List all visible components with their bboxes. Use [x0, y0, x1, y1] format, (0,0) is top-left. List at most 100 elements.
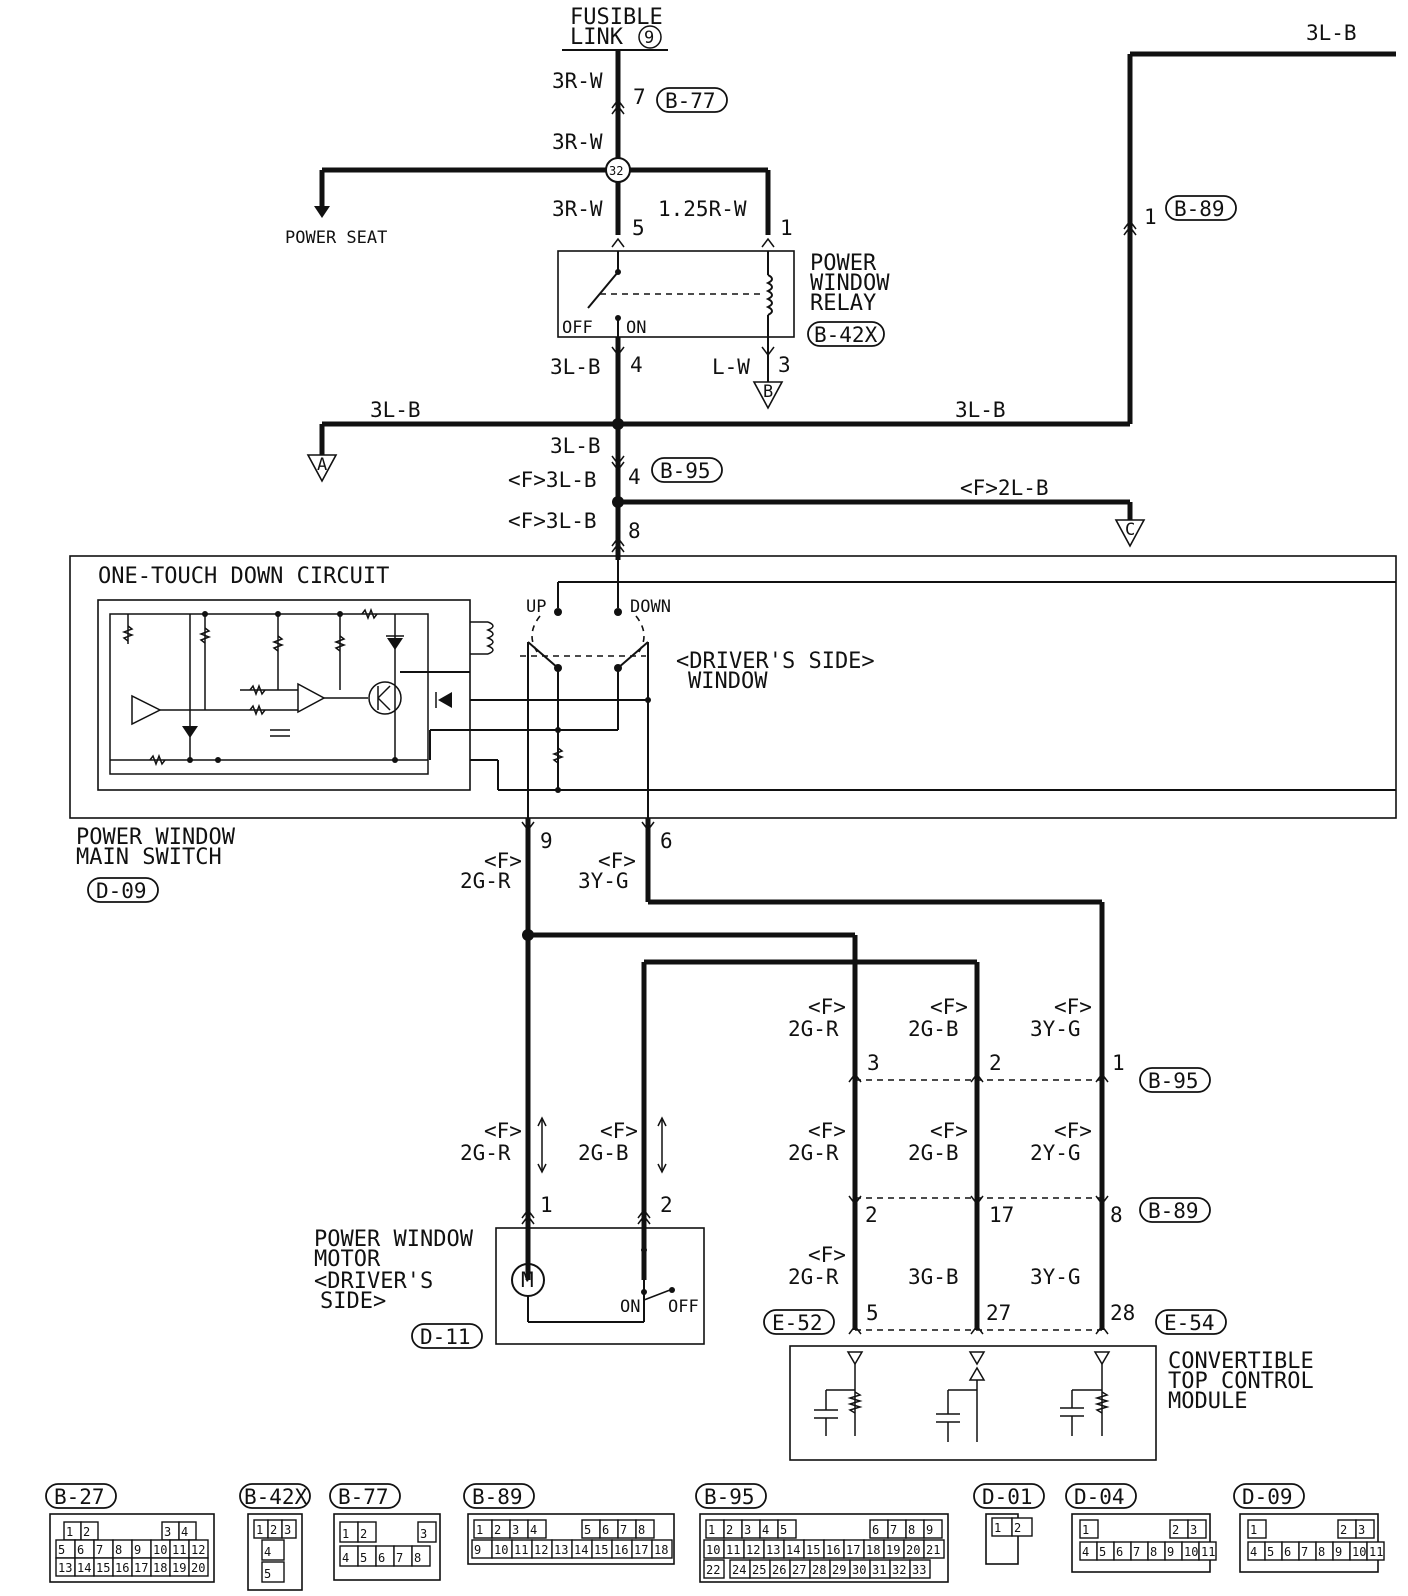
pin-d09-6: 6 [660, 829, 673, 853]
svg-text:3: 3 [1358, 1523, 1365, 1537]
svg-text:1: 1 [994, 1521, 1001, 1535]
svg-text:B-27: B-27 [54, 1485, 105, 1509]
connector-badge-b42x-relay: B-42X [807, 321, 885, 347]
connector-pin-cell: 3 [741, 1519, 761, 1539]
svg-text:1: 1 [1082, 1523, 1089, 1537]
svg-text:6: 6 [378, 1551, 385, 1565]
connector-pin-cell: 18 [150, 1557, 171, 1577]
svg-text:33: 33 [912, 1563, 926, 1577]
connector-pin-cell: 9 [131, 1539, 152, 1559]
connector-pin-cell: 1 [253, 1519, 269, 1539]
connector-face-label-b27: B-27 [45, 1483, 117, 1509]
connector-pin-cell: 21 [923, 1539, 945, 1559]
wire-label-f-c1-r1: <F> [808, 995, 846, 1019]
motor-label-4: SIDE> [320, 1289, 386, 1314]
motor-on-label: ON [620, 1297, 640, 1317]
module-label-2: TOP CONTROL [1168, 1369, 1314, 1394]
convertible-top-module-box [789, 1345, 1157, 1461]
svg-text:12: 12 [534, 1543, 548, 1557]
ref-b-triangle: B [752, 381, 784, 410]
connector-pin-cell: 4 [759, 1519, 779, 1539]
connector-pin-cell: 16 [112, 1557, 133, 1577]
svg-text:31: 31 [872, 1563, 886, 1577]
svg-text:14: 14 [77, 1561, 91, 1575]
svg-text:B: B [763, 382, 773, 402]
connector-pin-cell: 5 [55, 1539, 76, 1559]
svg-text:32: 32 [892, 1563, 906, 1577]
one-touch-circuit-box [97, 599, 471, 791]
connector-pin-cell: 10 [703, 1539, 725, 1559]
connector-badge-d11: D-11 [411, 1323, 483, 1349]
drivers-side-window-label-1: <DRIVER'S SIDE> [676, 649, 875, 674]
svg-text:4: 4 [1082, 1545, 1089, 1559]
connector-pin-cell: 7 [1130, 1541, 1149, 1561]
connector-pin-cell: 9 [923, 1519, 943, 1539]
connector-pin-cell: 1 [1247, 1519, 1267, 1539]
connector-face-b89 [467, 1513, 675, 1565]
svg-text:5: 5 [780, 1523, 787, 1537]
connector-pin-cell: 17 [843, 1539, 865, 1559]
power-window-motor-box [495, 1227, 705, 1345]
svg-text:20: 20 [191, 1561, 205, 1575]
connector-badge-b89-top: B-89 [1165, 195, 1237, 221]
power-seat-label: POWER SEAT [285, 228, 387, 248]
svg-text:3: 3 [1190, 1523, 1197, 1537]
connector-pin-cell: 14 [571, 1539, 593, 1559]
connector-pin-cell: 16 [611, 1539, 633, 1559]
svg-text:1: 1 [1250, 1523, 1257, 1537]
svg-text:11: 11 [1369, 1545, 1383, 1559]
svg-text:A: A [317, 455, 327, 475]
connector-pin-cell: 22 [703, 1559, 725, 1579]
svg-text:B-95: B-95 [1148, 1069, 1199, 1093]
connector-pin-cell: 6 [1113, 1541, 1132, 1561]
motor-label-2: MOTOR [314, 1247, 381, 1272]
wire-label-3l-b-right: 3L-B [955, 398, 1006, 422]
wire-label-f-motor-1: <F> [484, 1119, 522, 1143]
wire-label-f-9: <F> [484, 849, 522, 873]
one-touch-circuit-schematic [110, 607, 428, 767]
motor-current-arrow-2 [657, 1116, 667, 1174]
svg-text:C: C [1125, 520, 1135, 540]
svg-text:29: 29 [832, 1563, 846, 1577]
connector-pin-cell: 2 [491, 1519, 511, 1539]
relay-label-2: WINDOW [810, 271, 890, 296]
connector-face-d01 [985, 1513, 1019, 1565]
main-switch-box [69, 555, 1397, 819]
svg-text:B-95: B-95 [704, 1485, 755, 1509]
connector-face-label-d01: D-01 [973, 1483, 1045, 1509]
pin-d09-9: 9 [540, 829, 553, 853]
connector-pin-cell: 5 [777, 1519, 797, 1539]
svg-text:5: 5 [1267, 1545, 1274, 1559]
connector-pin-cell: 20 [903, 1539, 925, 1559]
power-window-relay-box [557, 250, 795, 338]
connector-pin-cell: 1 [705, 1519, 725, 1539]
connector-pin-cell: 6 [1281, 1541, 1300, 1561]
connector-face-b27 [49, 1513, 215, 1583]
connector-pin-cell: 6 [74, 1539, 95, 1559]
wire-label-2g-r-motor: 2G-R [460, 1141, 511, 1165]
svg-text:17: 17 [134, 1561, 148, 1575]
svg-text:10: 10 [1352, 1545, 1366, 1559]
motor-label-3: <DRIVER'S [314, 1269, 433, 1294]
svg-text:19: 19 [886, 1543, 900, 1557]
svg-text:7: 7 [396, 1551, 403, 1565]
svg-text:12: 12 [191, 1543, 205, 1557]
connector-pin-cell: 7 [1298, 1541, 1317, 1561]
svg-text:30: 30 [852, 1563, 866, 1577]
pin-e54-28: 28 [1110, 1301, 1135, 1325]
wire-label-3r-w-mid: 3R-W [552, 130, 603, 154]
connector-pin-cell: 17 [631, 1539, 653, 1559]
splice-32: 32 [605, 157, 631, 183]
pin-relay-5: 5 [632, 216, 645, 240]
connector-pin-cell: 7 [93, 1539, 114, 1559]
connector-pin-cell: 15 [803, 1539, 825, 1559]
svg-text:B-77: B-77 [338, 1485, 389, 1509]
switch-down-label: DOWN [630, 597, 671, 617]
pin-b95-2: 2 [989, 1051, 1002, 1075]
svg-text:24: 24 [732, 1563, 746, 1577]
wire-label-f-c3-r1: <F> [1054, 995, 1092, 1019]
connector-pin-cell: 5 [1264, 1541, 1283, 1561]
svg-text:4: 4 [342, 1551, 349, 1565]
wire-label-f-c2-r2: <F> [930, 1119, 968, 1143]
